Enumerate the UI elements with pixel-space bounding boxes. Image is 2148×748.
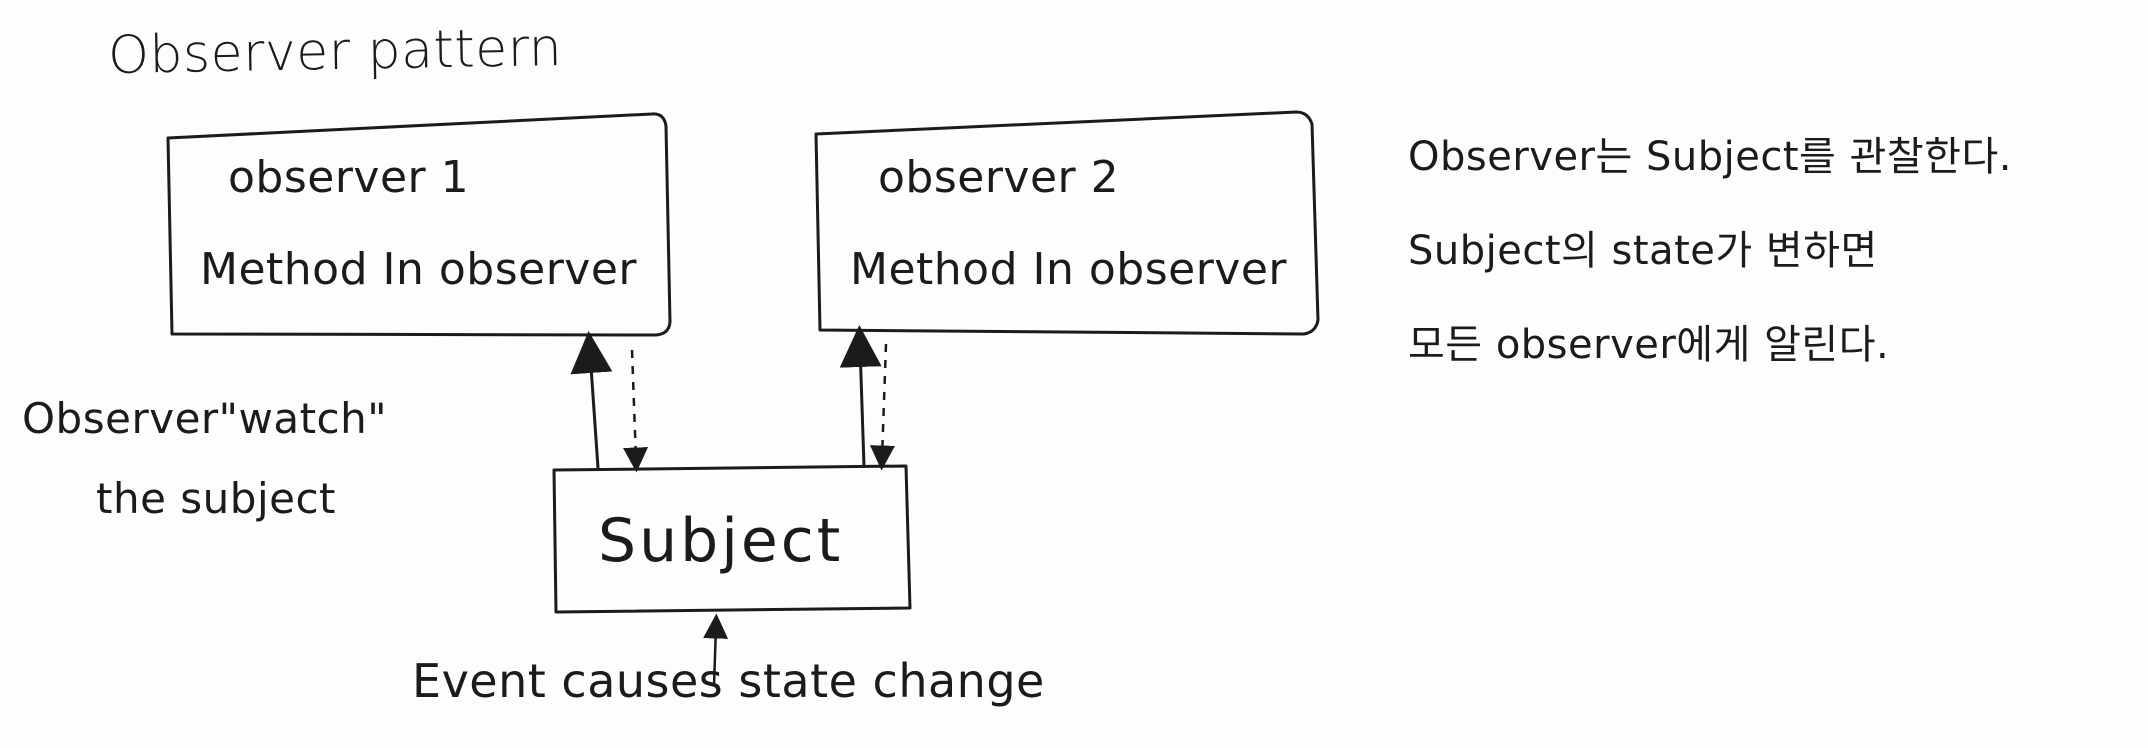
korean-note-line3: 모든 observer에게 알린다. [1408,322,1890,368]
subject-box [552,464,912,614]
diagram-title: Observer pattern [107,18,563,86]
korean-note-line2: Subject의 state가 변하면 [1408,228,1878,274]
watch-arrow-1 [570,331,613,469]
watch-note-line1: Observer"watch" [22,394,388,443]
event-note: Event causes state change [412,654,1045,708]
observer2-box [814,110,1320,336]
observer1-box [166,112,672,337]
notify-arrow-1 [623,349,649,473]
watch-note-line2: the subject [96,474,337,523]
observer2-method: Method In observer [850,244,1287,295]
observer1-name: observer 1 [228,152,470,203]
subject-label: Subject [598,506,844,576]
korean-note-line1: Observer는 Subject를 관찰한다. [1408,134,2012,180]
notify-arrow-2 [869,343,895,471]
observer2-name: observer 2 [878,152,1120,203]
watch-arrow-2 [839,325,882,467]
event-arrow [703,613,729,687]
observer1-method: Method In observer [200,244,637,295]
